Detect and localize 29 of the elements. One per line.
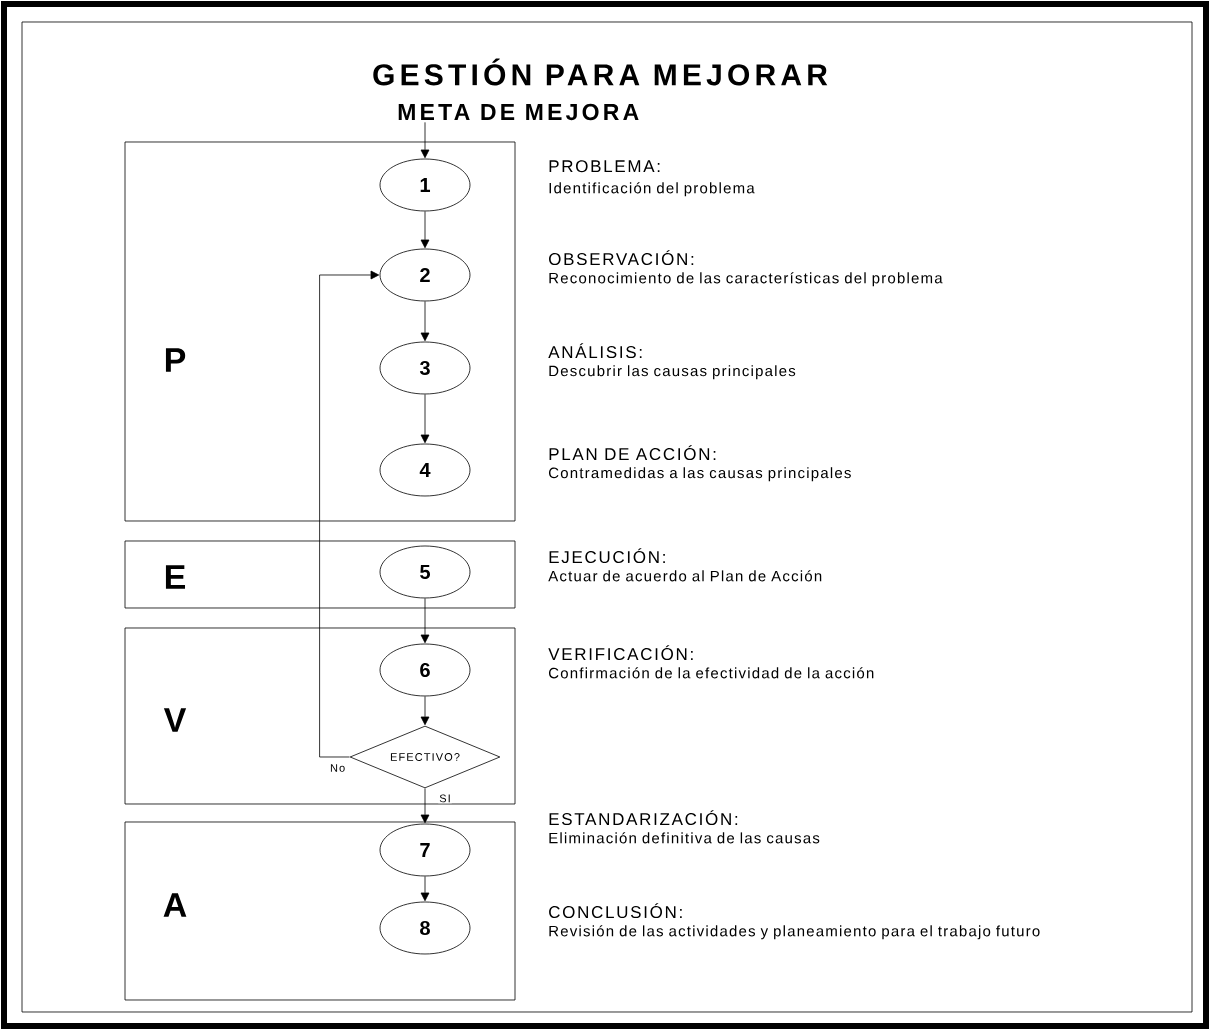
arrow	[420, 121, 430, 159]
step-heading: PROBLEMA:	[549, 160, 660, 173]
step-heading: ANÁLISIS:	[548, 343, 642, 359]
arrow	[420, 696, 430, 726]
arrow	[420, 211, 430, 249]
arrow	[420, 598, 430, 644]
arrow	[420, 876, 430, 902]
arrow	[420, 301, 430, 342]
arrow	[319, 270, 380, 758]
step-description: Reconocimiento de las características del problema	[549, 272, 943, 287]
goal-heading: META DE MEJORA	[398, 103, 639, 121]
step-heading: EJECUCIÓN:	[549, 548, 665, 564]
step-heading: OBSERVACIÓN:	[549, 250, 694, 266]
step-description: Revisión de las actividades y planeamiento para el trabajo futuro	[549, 925, 1040, 940]
step-description: Eliminación definitiva de las causas	[549, 832, 820, 844]
step-description: Confirmación de la efectividad de la acción	[549, 667, 874, 679]
step-heading: CONCLUSIÓN:	[549, 903, 682, 919]
step-description: Identificación del problema	[549, 182, 755, 197]
step-heading: PLAN DE ACCIÓN:	[549, 445, 716, 461]
step-heading: ESTANDARIZACIÓN:	[549, 810, 738, 826]
step-heading: VERIFICACIÓN:	[548, 645, 693, 661]
title: GESTIÓN PARA MEJORAR	[373, 58, 828, 86]
edge-label: No	[329, 763, 347, 773]
step-description: Contramedidas a las causas principales	[549, 467, 851, 482]
arrow	[420, 788, 430, 824]
edge-label: SI	[438, 793, 452, 804]
step-description: Descubrir las causas principales	[549, 365, 796, 380]
arrow	[420, 394, 430, 444]
step-description: Actuar de acuerdo al Plan de Acción	[548, 570, 822, 582]
